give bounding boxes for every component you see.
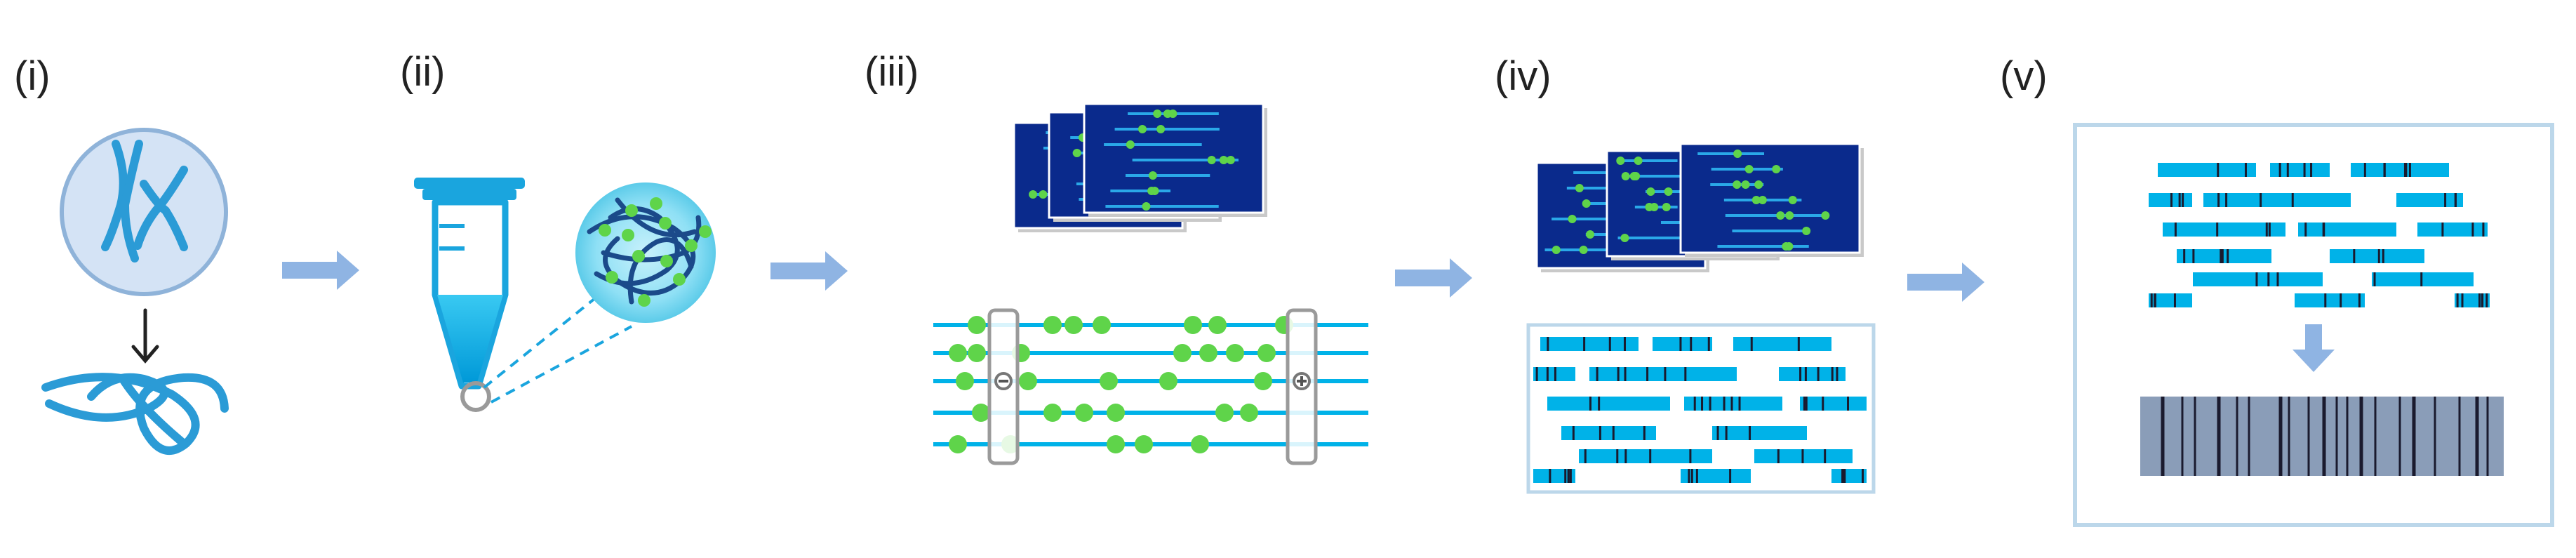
- molecule-bar: [1589, 367, 1737, 381]
- label-dot: [1159, 372, 1177, 390]
- step-i-panel: [41, 128, 229, 455]
- molecule-bar: [1733, 337, 1831, 351]
- down-block-arrow: [2293, 324, 2335, 372]
- labeled-molecules: [1533, 337, 1867, 483]
- molecule-bar: [2298, 222, 2396, 237]
- molecule-bar: [1684, 397, 1782, 411]
- image-stack: [1013, 102, 1267, 232]
- label-dot: [1240, 404, 1258, 422]
- molecule-bar: [1653, 337, 1712, 351]
- label-dot: [1184, 316, 1202, 334]
- molecule-bar: [1547, 397, 1670, 411]
- label-dot: [1173, 344, 1192, 362]
- barcode-lines: [2161, 397, 2489, 476]
- molecule-bar: [2270, 163, 2330, 177]
- step-label-iii: (iii): [865, 49, 919, 95]
- molecule-bar: [1800, 397, 1867, 411]
- molecule-bar: [2177, 249, 2271, 263]
- molecule-bar: [2351, 163, 2449, 177]
- label-dot: [1043, 404, 1062, 422]
- zoom-lines: [483, 297, 632, 404]
- molecule-bar: [1533, 367, 1575, 381]
- molecule-bar: [2330, 249, 2424, 263]
- molecule-bar: [1712, 426, 1807, 440]
- molecule-bar: [2158, 163, 2256, 177]
- label-dot: [1065, 316, 1083, 334]
- molecule-bar: [2396, 193, 2463, 207]
- label-dot: [1257, 344, 1276, 362]
- label-dot: [1199, 344, 1217, 362]
- label-dot: [1093, 316, 1111, 334]
- molecule-bar: [1681, 469, 1751, 483]
- fluorescence-image: [1679, 142, 1864, 257]
- cell-with-chromosomes-icon: [60, 128, 228, 296]
- image-stack: [1535, 142, 1864, 272]
- sample-tube-icon: [414, 178, 525, 412]
- molecule-bar: [2372, 272, 2474, 286]
- label-dot: [949, 435, 967, 453]
- molecule-bar: [1540, 337, 1639, 351]
- molecule-bar: [2455, 293, 2490, 307]
- label-dot: [1254, 372, 1272, 390]
- label-dot: [968, 316, 986, 334]
- step-label-iv: (iv): [1495, 53, 1551, 99]
- label-dot: [1100, 372, 1118, 390]
- electrophoresis-electrode-icon: [1286, 308, 1318, 465]
- electrophoresis-electrode-icon: [987, 308, 1020, 465]
- molecule-bar: [1533, 469, 1575, 483]
- label-dot: [968, 344, 986, 362]
- label-dot: [1043, 316, 1062, 334]
- step-label-v: (v): [2000, 53, 2048, 99]
- label-dot: [1107, 435, 1125, 453]
- step-iv-panel: [1526, 142, 1876, 494]
- step-iii-panel: [933, 102, 1368, 465]
- label-dot: [949, 344, 967, 362]
- flow-arrow-2: [770, 251, 848, 291]
- dna-globule-zoom-icon: [575, 182, 716, 323]
- step-label-ii: (ii): [400, 49, 445, 95]
- label-dot: [1208, 316, 1227, 334]
- flow-arrow-3: [1395, 258, 1472, 298]
- nanochannel-array: [933, 308, 1368, 465]
- label-dot: [1215, 404, 1234, 422]
- molecule-bar: [1561, 426, 1656, 440]
- molecule-bar: [1831, 469, 1867, 483]
- molecule-bar: [2295, 293, 2365, 307]
- label-dot: [972, 404, 990, 422]
- label-dot: [1075, 404, 1093, 422]
- molecule-bar: [1754, 449, 1853, 463]
- step-v-panel: [2073, 123, 2554, 527]
- molecule-bar: [2149, 193, 2192, 207]
- tangled-dna-icon: [41, 373, 229, 455]
- label-dot: [1226, 344, 1244, 362]
- label-dot: [956, 372, 974, 390]
- down-arrow-icon: [131, 308, 159, 364]
- consensus-barcode-icon: [2140, 397, 2504, 476]
- flow-arrow-4: [1907, 263, 1984, 302]
- label-dot: [1019, 372, 1037, 390]
- step-ii-panel: [414, 178, 716, 412]
- molecule-bar: [2417, 222, 2488, 237]
- label-dot: [1135, 435, 1153, 453]
- molecule-bar: [2163, 222, 2285, 237]
- molecule-bar: [2193, 272, 2323, 286]
- molecule-bar: [2203, 193, 2351, 207]
- label-dot: [1191, 435, 1209, 453]
- molecule-bar: [1579, 449, 1712, 463]
- step-label-i: (i): [14, 53, 51, 99]
- molecule-bar: [2149, 293, 2192, 307]
- label-dot: [1107, 404, 1125, 422]
- flow-arrow-1: [282, 251, 359, 290]
- molecule-bar: [1779, 367, 1846, 381]
- labeled-molecules: [2149, 163, 2490, 307]
- fluorescence-image: [1083, 102, 1267, 217]
